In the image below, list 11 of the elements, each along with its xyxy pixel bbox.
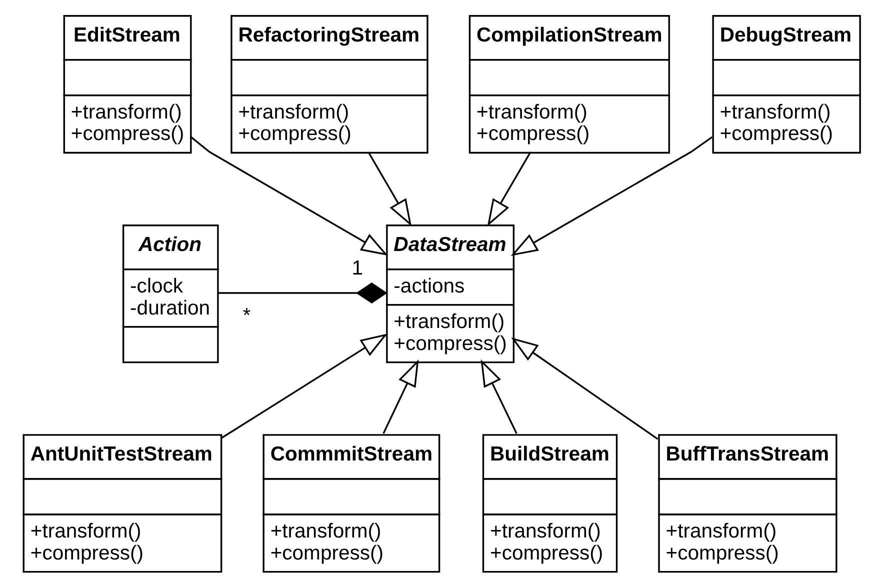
label: * [242,305,251,328]
arrow [368,152,412,226]
arrow [487,152,532,226]
arrow [220,334,388,440]
connector [218,282,388,304]
arrow [511,337,658,440]
arrow [510,136,713,256]
arrow [480,359,518,434]
arrow [382,359,419,434]
label: 1 [352,257,364,280]
arrow [190,136,388,256]
